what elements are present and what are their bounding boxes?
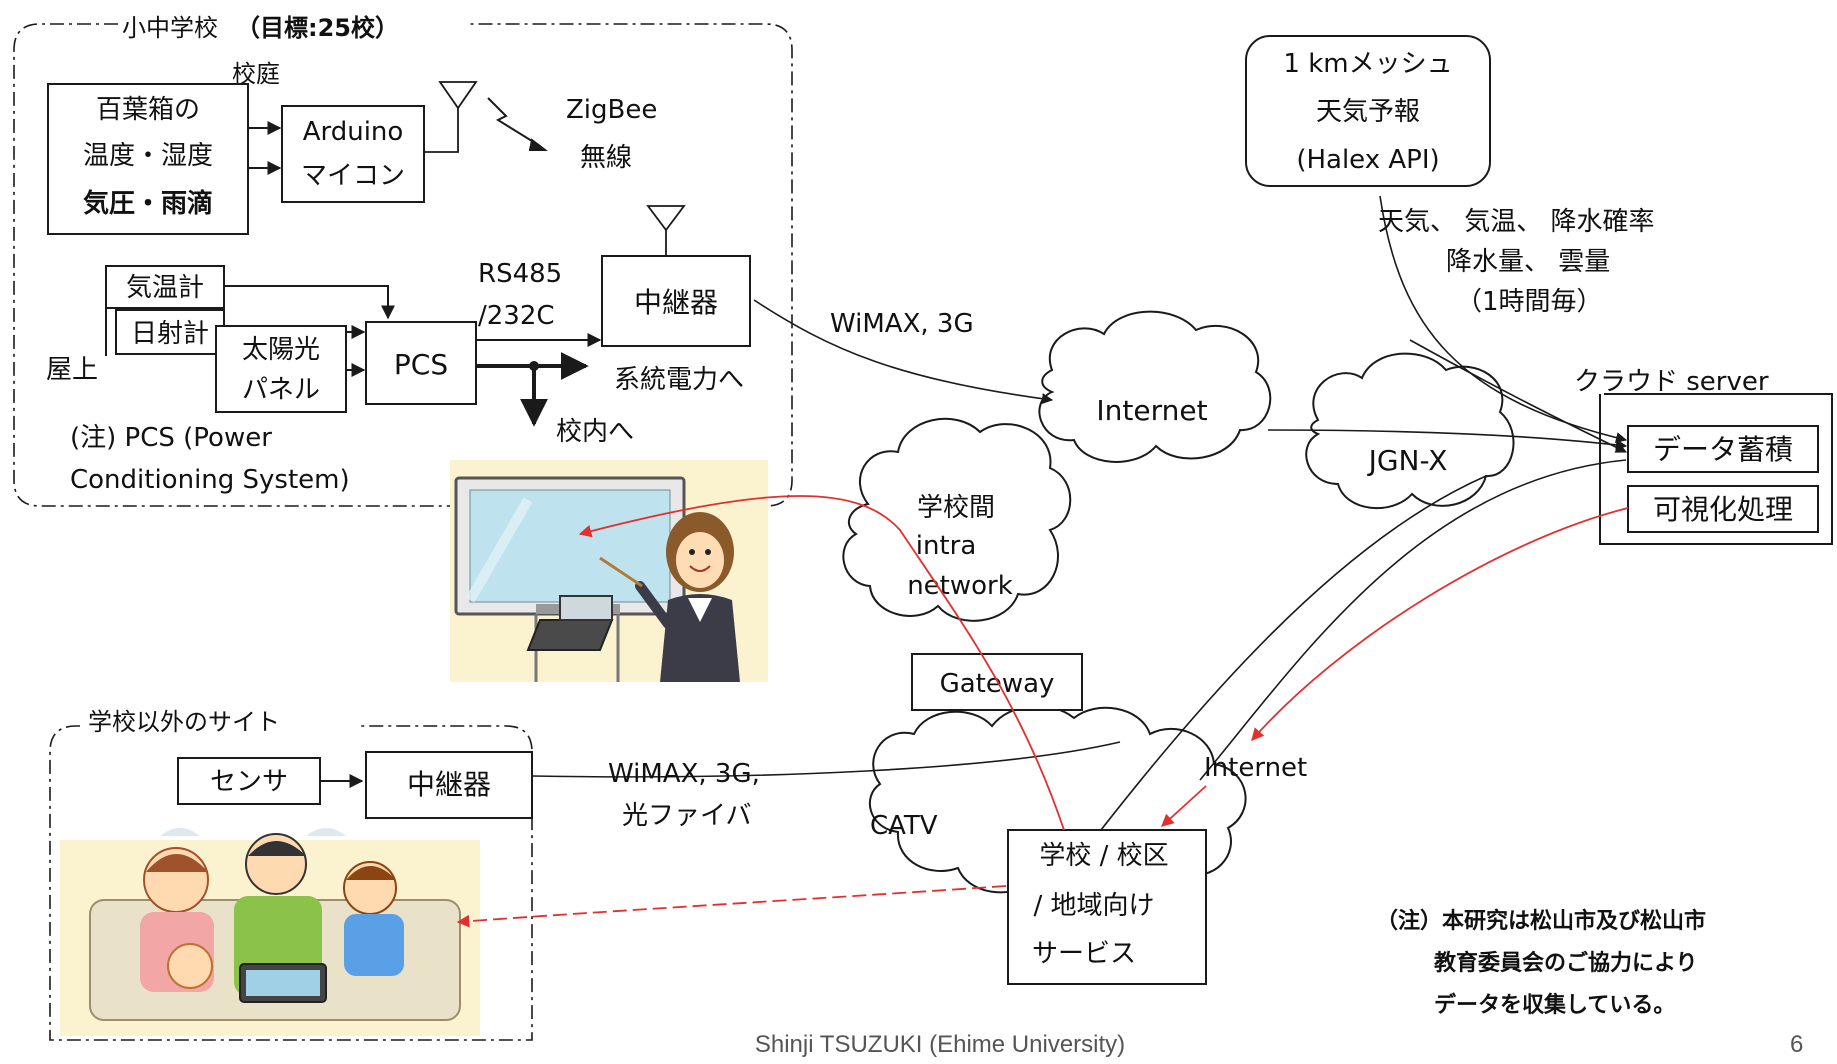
weather-api-box [1245,35,1491,187]
pyranometer-label: 日射計 [131,319,209,349]
teacher-smartboard-illustration [450,460,768,682]
weather-api: 1 kmメッシュ 天気予報 (Halex API) 天気、 気温、 降水確率 降… [1245,35,1655,317]
weather-items-line-1: 天気、 気温、 降水確率 [1378,207,1655,237]
shelter-line-2: 温度・湿度 [83,141,213,171]
solar-label-2: パネル [242,375,320,405]
solar-label-1: 太陽光 [242,335,320,365]
weather-api-line-2: 天気予報 [1316,97,1420,127]
arduino-box [281,105,425,203]
shelter-line-3: 気圧・雨滴 [83,188,213,219]
sensor-label: センサ [210,767,288,797]
to-school-label: 校内へ [556,417,634,447]
zigbee-label: ZigBee [566,95,657,125]
wimax-fiber-line-1: WiMAX, 3G, [608,759,760,789]
research-note-line-2: 教育委員会のご協力により [1434,950,1698,976]
gateway-label: Gateway [940,669,1055,699]
microcontroller-label: マイコン [301,161,405,191]
data-store-label: データ蓄積 [1653,433,1793,466]
school-group-title: 小中学校 [122,14,218,42]
footer-author: Shinji TSUZUKI (Ehime University) [755,1031,1125,1058]
research-note-line-3: データを収集している。 [1434,992,1675,1018]
wimax-label: WiMAX, 3G [830,309,974,339]
service-box [1007,829,1207,985]
other-sites-title: 学校以外のサイト [88,708,280,736]
solar-panel-box [215,325,347,413]
weather-api-line-1: 1 kmメッシュ [1283,49,1452,79]
shelter-sensor-box [47,83,249,235]
intra-line-1: 学校間 [917,493,995,523]
antenna-icon [424,81,478,153]
pcs-label: PCS [394,348,448,381]
wireless-label: 無線 [580,143,632,173]
pcs-note-line-2: Conditioning System) [70,465,350,495]
thermometer-box [105,265,225,309]
service-line-1: 学校 / 校区 [1039,841,1168,871]
shelter-line-1: 百葉箱の [96,95,200,125]
rs232c-label: /232C [478,301,555,331]
research-note-line-1: （注）本研究は松山市及び松山市 [1376,908,1706,934]
other-relay-label: 中継器 [407,768,491,801]
internet2-label: Internet [1204,753,1307,783]
thermometer-label: 気温計 [126,273,204,303]
jgn-label: JGN-X [1367,444,1448,477]
pcs-box [365,321,477,405]
arduino-label: Arduino [303,117,404,147]
cloud-server: クラウド server データ蓄積 可視化処理 [1574,367,1833,545]
catv-label: CATV [870,811,938,841]
radio-wave-icon [487,97,548,151]
grid-power-label: 系統電力へ [614,365,744,395]
school-group-target: （目標:25校） [236,14,399,42]
rs485-label: RS485 [478,259,562,289]
intra-network-cloud: 学校間 intra network [842,417,1072,622]
service-line-3: サービス [1032,939,1136,969]
weather-items-line-2: 降水量、 雲量 [1446,247,1610,277]
family-illustration [60,828,480,1036]
visualize-box [1627,485,1819,533]
data-store-box [1627,425,1819,473]
relay-box [601,255,751,347]
jgn-cloud: JGN-X [1305,352,1515,510]
weather-items-line-3: （1時間毎） [1456,287,1603,317]
page-number: 6 [1790,1031,1803,1058]
wimax-fiber-line-2: 光ファイバ [622,801,751,831]
pcs-note-line-1: (注) PCS (Power [70,423,272,453]
intra-line-2: intra [916,531,977,561]
other-sites-group: 学校以外のサイト センサ 中継器 [49,708,533,1041]
visualize-label: 可視化処理 [1653,493,1793,526]
relay-antenna-icon [646,205,686,256]
service-line-2: / 地域向け [1033,891,1154,921]
red-flow-lines [456,495,1629,928]
rooftop-label: 屋上 [46,355,98,385]
internet-cloud: Internet [1038,310,1272,463]
school-group: 小中学校 （目標:25校） 校庭 百葉箱の 温度・湿度 気圧・雨滴 Arduin… [13,14,793,507]
internet-label: Internet [1096,394,1207,427]
network-links: WiMAX, 3G [531,195,1628,871]
other-relay-box [365,751,533,819]
intra-line-3: network [907,571,1013,601]
weather-api-line-3: (Halex API) [1296,145,1439,175]
relay-label: 中継器 [634,286,718,319]
cloud-server-label: クラウド server [1574,367,1769,397]
